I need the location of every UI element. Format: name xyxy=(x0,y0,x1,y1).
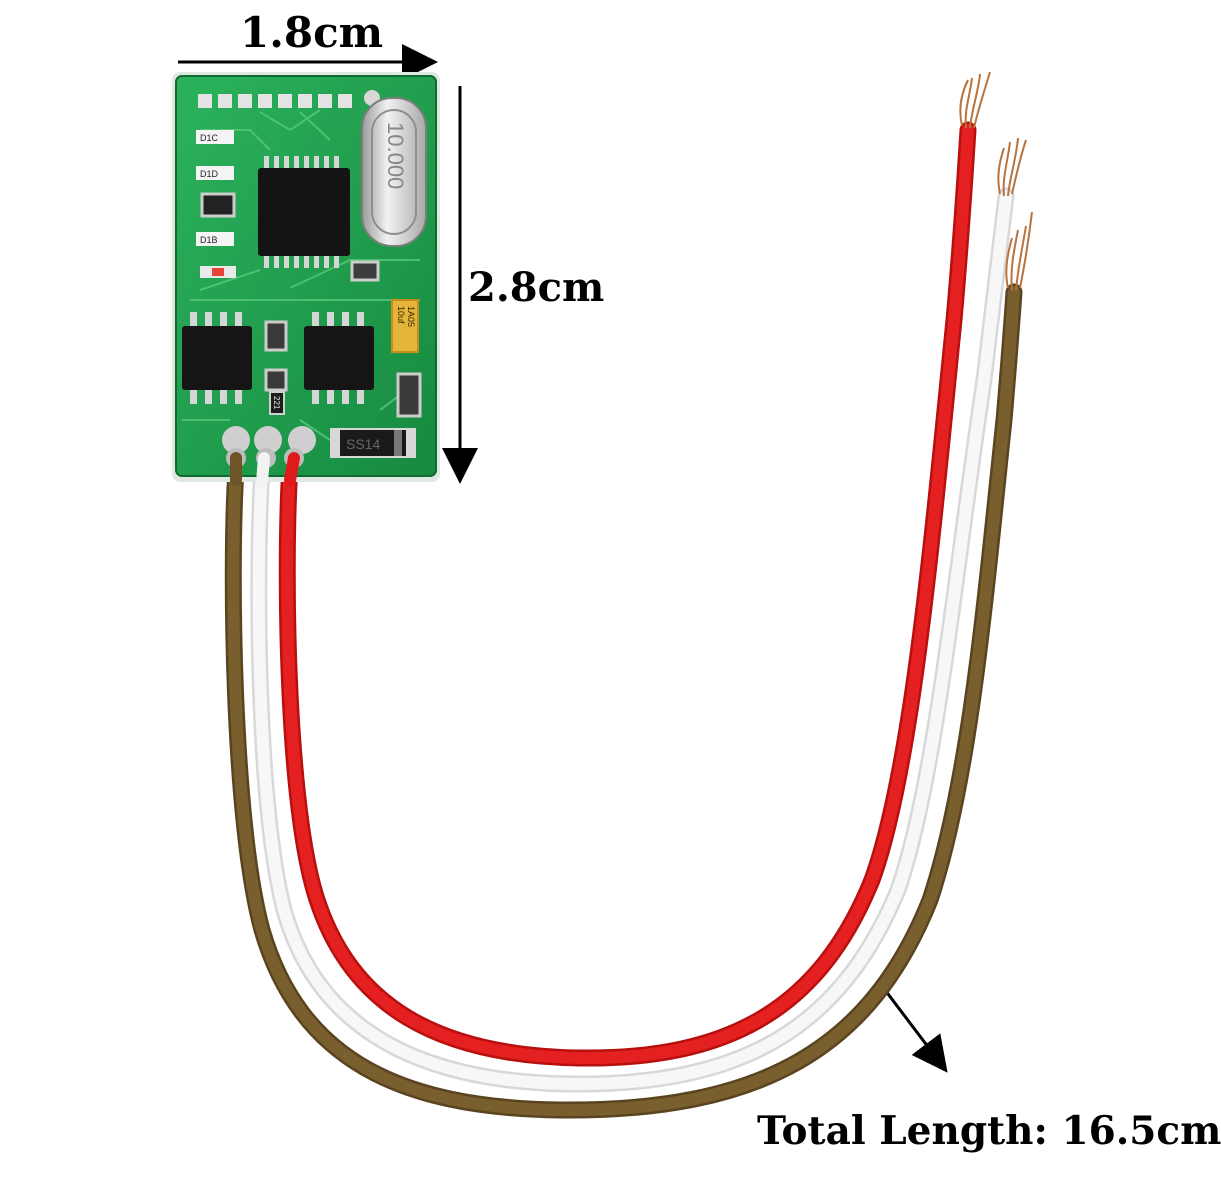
diode-marking: SS14 xyxy=(346,436,380,452)
height-dimension-label: 2.8cm xyxy=(468,264,605,311)
header-pads xyxy=(198,90,380,108)
capacitor-marking-bottom: 1A05 xyxy=(406,306,416,327)
crystal-oscillator: 10.000 xyxy=(361,97,427,247)
main-ic-chip xyxy=(258,156,350,268)
label-d1c: D1C xyxy=(200,133,219,143)
stripped-wire-ends xyxy=(959,71,1033,291)
smd-diode: SS14 xyxy=(330,428,416,458)
crystal-marking: 10.000 xyxy=(383,122,408,189)
wire-bundle xyxy=(224,121,1023,1119)
pcb-board: 10.000 D1C xyxy=(172,72,440,482)
length-dimension-arrow xyxy=(880,985,948,1073)
label-d1d: D1D xyxy=(200,169,219,179)
capacitor-marking-top: 10uf xyxy=(396,306,406,324)
tantalum-capacitor: 10uf 1A05 xyxy=(391,299,419,353)
label-d1b: D1B xyxy=(200,235,218,245)
resistor-marking: 221 xyxy=(272,396,281,410)
smd-components-left: D1C D1D D1B xyxy=(196,130,380,282)
soic-ic-right xyxy=(304,312,374,404)
wire-tails xyxy=(230,452,300,488)
passive-components: 221 xyxy=(264,320,422,418)
total-length-label: Total Length: 16.5cm xyxy=(757,1108,1221,1154)
soic-ic-left xyxy=(182,312,252,404)
width-dimension-label: 1.8cm xyxy=(240,8,384,57)
